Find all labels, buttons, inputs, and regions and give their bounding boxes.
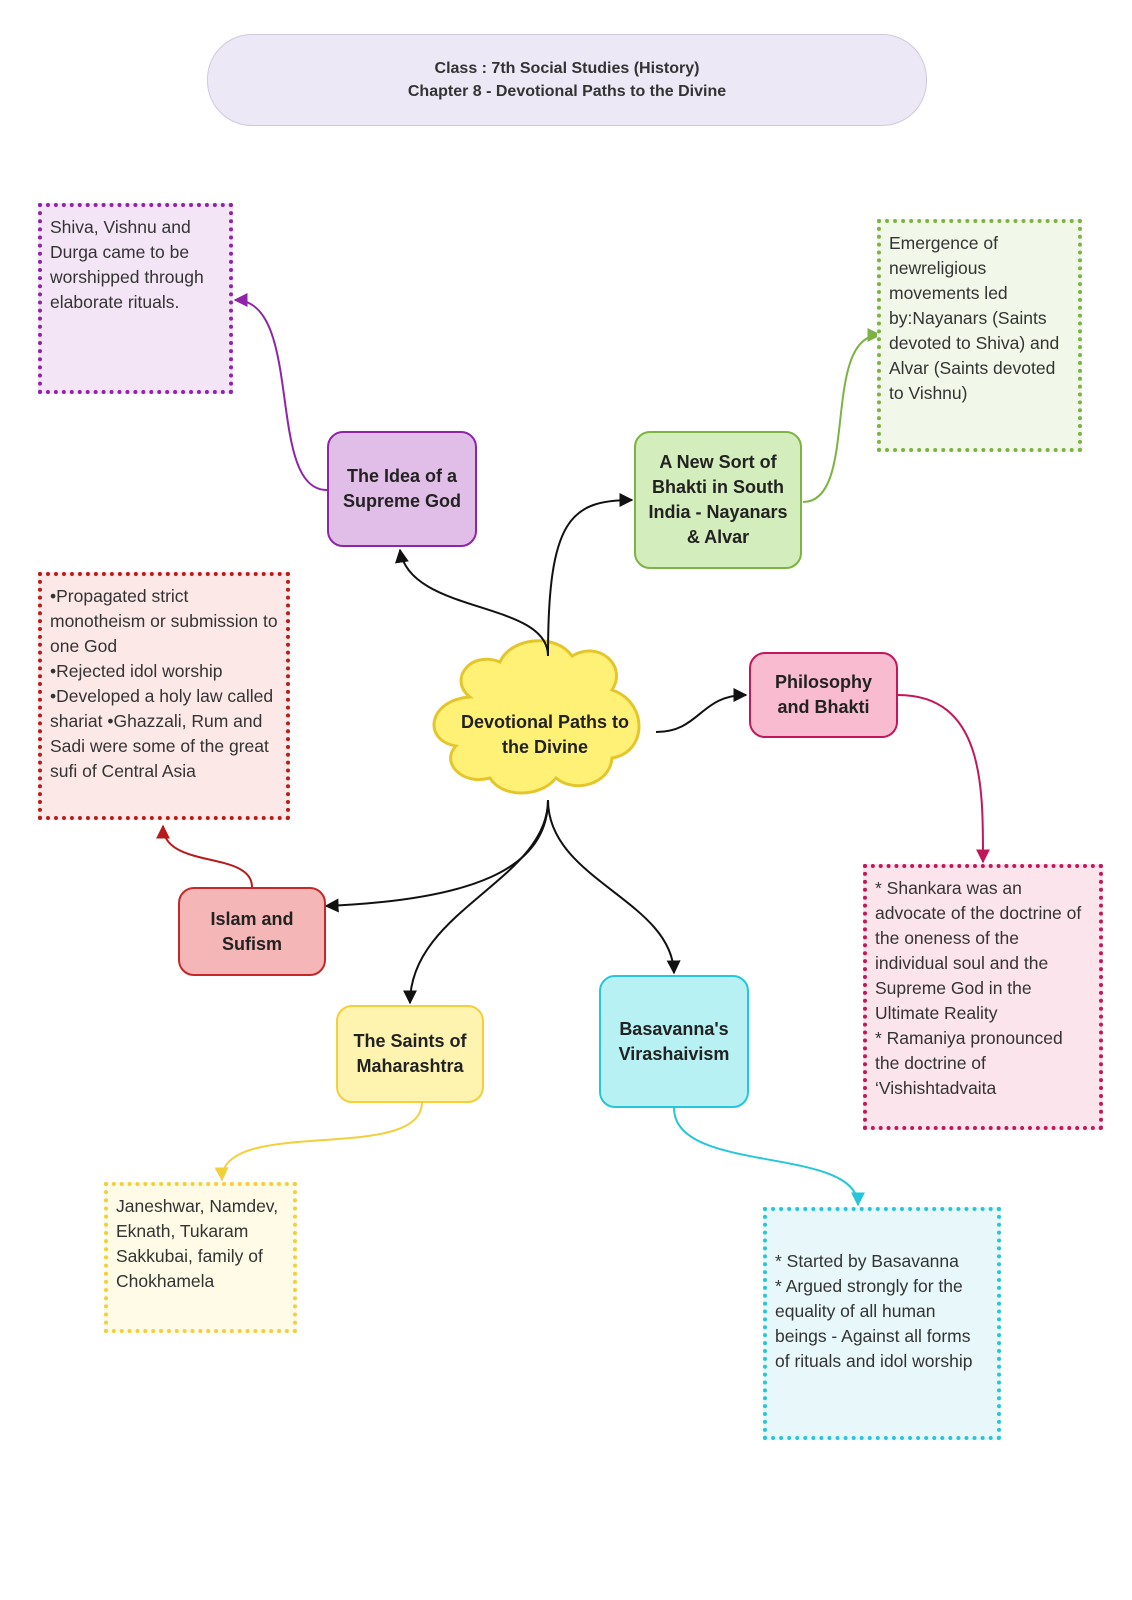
page-header: Class : 7th Social Studies (History) Cha… xyxy=(207,34,927,126)
link-center-philosophy xyxy=(655,688,748,733)
topic-supreme-god: The Idea of a Supreme God xyxy=(327,431,477,547)
link-maharashtra-note xyxy=(214,1101,423,1182)
topic-basavanna-virashaivism: Basavanna's Virashaivism xyxy=(599,975,749,1108)
topic-islam-label: Islam and Sufism xyxy=(210,908,294,954)
link-supreme-god-note xyxy=(233,293,328,491)
note-south-india: Emergence of newreligious movements led … xyxy=(877,219,1082,452)
link-south-india-note xyxy=(802,328,882,503)
note-philosophy-bhakti: * Shankara was an advocate of the doctri… xyxy=(863,864,1103,1130)
topic-maharashtra-label: The Saints of Maharashtra xyxy=(353,1031,467,1076)
note-basavanna: * Started by Basavanna * Argued strongly… xyxy=(763,1207,1001,1440)
link-islam-note xyxy=(156,824,253,888)
topic-supreme-god-label: The Idea of a Supreme God xyxy=(342,466,462,511)
topic-philosophy-label: Philosophy and Bhakti xyxy=(774,672,872,717)
header-chapter-line: Chapter 8 - Devotional Paths to the Divi… xyxy=(407,83,727,100)
topic-philosophy-bhakti: Philosophy and Bhakti xyxy=(749,652,898,738)
center-cloud-shape xyxy=(432,639,641,795)
link-center-basavanna xyxy=(547,799,681,975)
topic-islam-sufism: Islam and Sufism xyxy=(178,887,326,976)
topic-south-india: A New Sort of Bhakti in South India - Na… xyxy=(634,431,802,569)
link-basavanna-note xyxy=(673,1107,865,1207)
link-center-maharashtra xyxy=(403,799,549,1005)
topic-basavanna-label: Basavanna's Virashaivism xyxy=(618,1018,730,1064)
note-saints-maharashtra: Janeshwar, Namdev, Eknath, Tukaram Sakku… xyxy=(104,1182,297,1333)
link-philosophy-note xyxy=(897,694,991,864)
topic-saints-maharashtra: The Saints of Maharashtra xyxy=(336,1005,484,1103)
topic-south-india-label: A New Sort of Bhakti in South India - Na… xyxy=(648,452,788,547)
link-center-supreme-god xyxy=(395,548,549,657)
note-islam-sufism: •Propagated strict monotheism or submiss… xyxy=(38,572,290,820)
header-class-line: Class : 7th Social Studies (History) xyxy=(434,60,700,77)
note-supreme-god: Shiva, Vishnu and Durga came to be worsh… xyxy=(38,203,233,394)
link-center-south-india xyxy=(547,493,634,657)
center-node-label: Devotional Paths to the Divine xyxy=(460,712,630,757)
link-center-islam xyxy=(324,799,549,913)
